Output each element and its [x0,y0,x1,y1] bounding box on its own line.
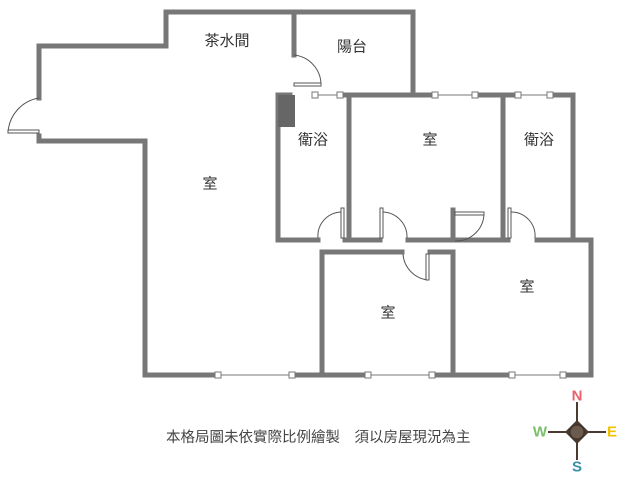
compass-south: S [571,458,583,476]
compass-west: W [532,423,548,441]
walls [36,9,594,378]
column [278,95,295,127]
middle-room-wall [319,249,405,378]
disclaimer-caption: 本格局圖未依實際比例繪製 須以房屋現況為主 [166,430,471,446]
outer-wall-top [36,9,416,101]
compass-north: N [571,387,583,405]
doors [7,54,536,281]
label-pantry: 茶水間 [204,31,250,50]
label-room-main: 室 [202,174,218,193]
compass-east: E [606,423,618,441]
label-room-top-middle: 室 [422,130,438,149]
windows [214,91,567,379]
label-room-bottom-middle: 室 [380,303,396,322]
outer-wall-right [560,237,594,378]
label-bath-right: 衛浴 [523,130,555,149]
wall-v-453 [427,249,456,378]
label-room-right: 室 [519,277,535,296]
compass-rose [548,402,606,460]
label-bath-left: 衛浴 [297,130,329,149]
label-balcony: 陽台 [336,37,368,56]
outer-wall-left [36,133,221,378]
